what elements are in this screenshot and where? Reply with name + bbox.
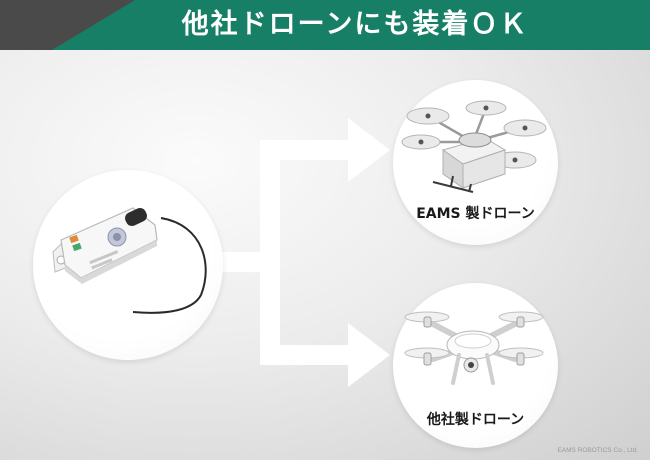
arrow-head-top [348,118,390,182]
eams-drone-label: EAMS 製ドローン [416,206,535,222]
sensor-device-icon [52,207,207,314]
header-banner: 他社ドローンにも装着ＯＫ [0,0,650,50]
quadcopter-drone-icon [404,311,544,385]
device-cable [132,217,207,314]
banner-background [0,0,650,50]
page-title: 他社ドローンにも装着ＯＫ [181,9,529,40]
arrow-shapes [215,118,390,387]
hexacopter-drone-icon [401,100,547,193]
copyright-text: EAMS ROBOTICS Co., Ltd. [557,447,638,454]
banner-green-band [52,0,650,50]
arrow-branch-top [260,140,355,160]
other-drone-label: 他社製ドローン [426,412,525,428]
arrow-trunk [260,140,280,365]
arrow-branch-bottom [260,345,355,365]
arrow-head-bottom [348,323,390,387]
